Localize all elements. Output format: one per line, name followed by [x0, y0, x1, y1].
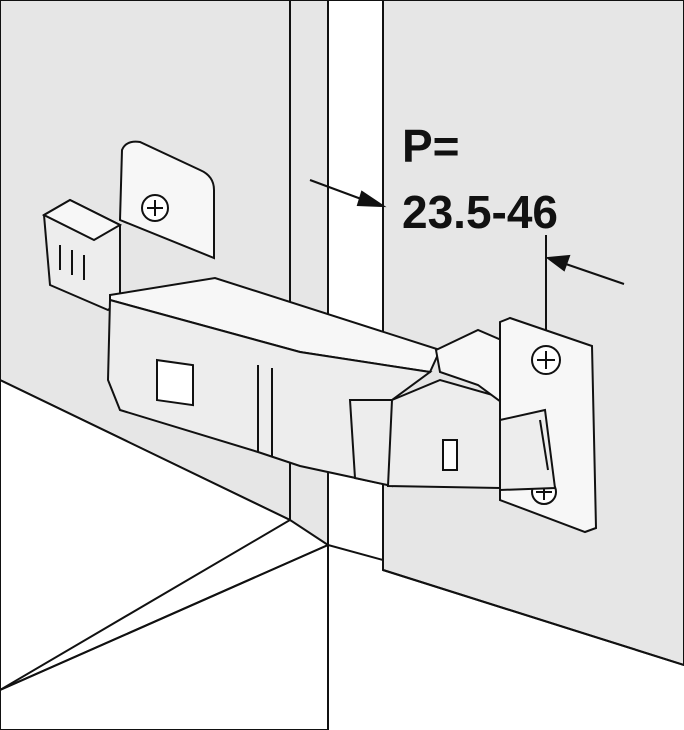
hinge-cup-body — [41, 198, 123, 312]
dimension-indicator — [309, 155, 625, 330]
arm-slot-small — [442, 439, 458, 471]
floor-panel — [0, 543, 329, 730]
mounting-plate — [499, 316, 598, 534]
hinge-cup-plate — [118, 140, 215, 260]
dimension-label-line2: 23.5-46 — [402, 186, 558, 238]
dimension-label-line1: P= — [402, 120, 460, 172]
arm-slot — [156, 358, 194, 407]
dimension-label: P= 23.5-46 — [402, 120, 558, 238]
door-edge — [289, 0, 384, 570]
hinge-arm — [106, 276, 574, 490]
